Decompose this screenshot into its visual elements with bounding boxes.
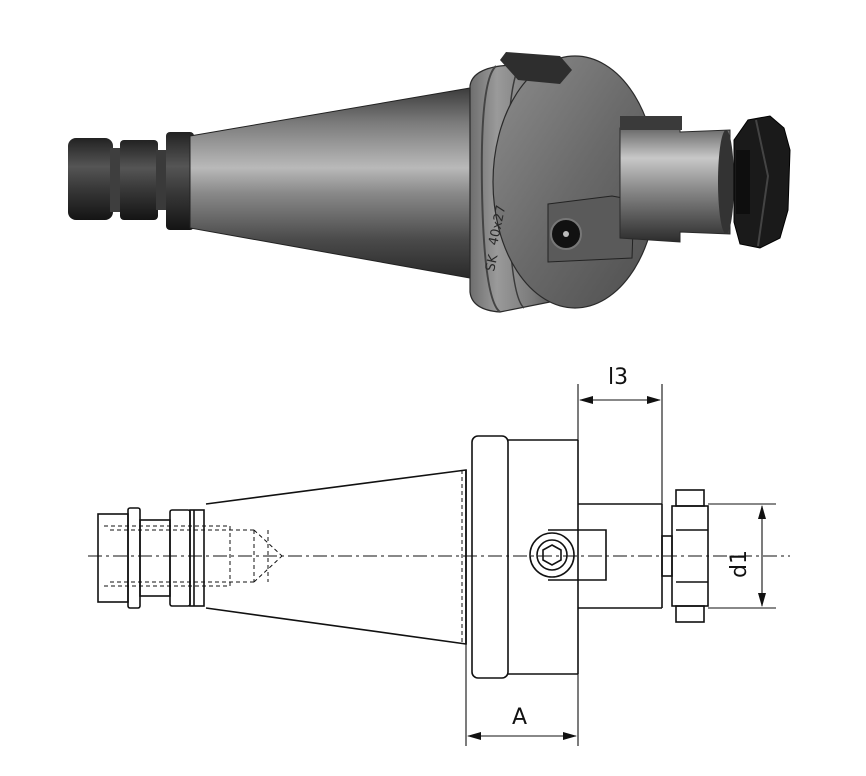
dimension-d1 — [708, 503, 776, 609]
arbor-shaft — [619, 116, 734, 243]
clamping-screw — [733, 115, 791, 249]
retention-knob — [68, 132, 194, 230]
dimension-l3 — [577, 384, 663, 504]
drawing-retention-knob — [97, 507, 205, 609]
label-d1: d1 — [727, 550, 752, 578]
label-l3: l3 — [608, 365, 628, 390]
dimension-A — [465, 644, 579, 746]
drawing-key-block — [529, 529, 607, 581]
drawing-clamping-screw — [671, 489, 709, 623]
holder-photo: SK 40x27 — [68, 52, 791, 313]
drawing-screw-icon — [529, 532, 575, 578]
hidden-bore — [104, 525, 283, 587]
drawing-flange — [471, 435, 579, 679]
flange: SK 40x27 — [469, 52, 658, 313]
technical-drawing — [88, 384, 790, 746]
label-A: A — [512, 705, 527, 730]
engraving-prefix: SK — [483, 253, 501, 273]
taper-cone — [189, 87, 471, 279]
drawing-taper — [205, 469, 467, 645]
